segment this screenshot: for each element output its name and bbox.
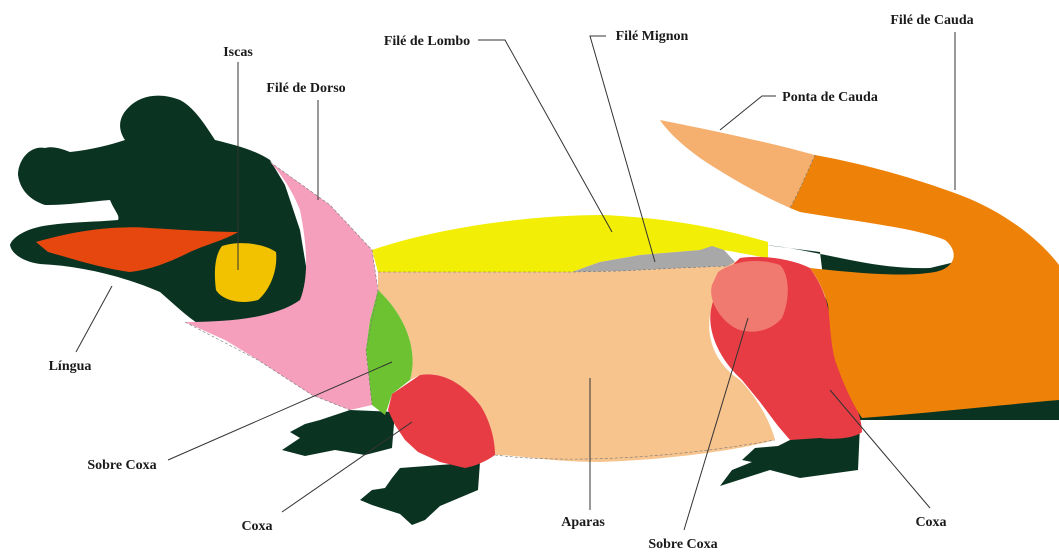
cut-ponta-cauda [660,120,815,208]
label-file-cauda: Filé de Cauda [890,13,973,28]
label-file-dorso: Filé de Dorso [266,81,345,96]
front-hind-foot [360,462,480,525]
leader-file-lombo [478,40,612,232]
label-coxa-rear: Coxa [915,515,946,530]
leader-ponta-cauda [720,96,776,130]
front-foot [282,410,395,456]
label-file-mignon: Filé Mignon [616,29,689,44]
label-file-lombo: Filé de Lombo [384,34,470,49]
label-sobre-coxa-rear: Sobre Coxa [648,537,717,552]
label-iscas: Iscas [223,45,253,60]
label-sobre-coxa-front: Sobre Coxa [87,458,156,473]
label-ponta-cauda: Ponta de Cauda [782,90,878,105]
label-lingua: Língua [49,359,92,374]
leader-lingua [76,286,112,352]
head-skin [10,96,310,330]
label-aparas: Aparas [561,515,605,530]
label-coxa-front: Coxa [241,519,272,534]
